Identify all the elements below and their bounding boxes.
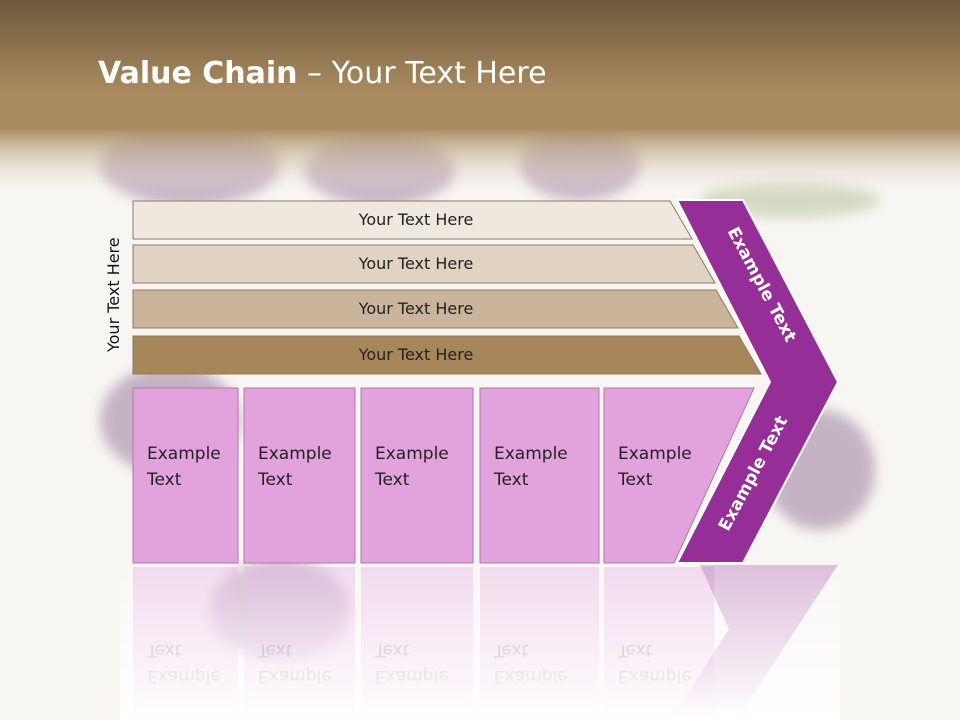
title-rest: – Your Text Here	[297, 56, 547, 91]
box-line1: Example	[375, 444, 449, 464]
band-label: Your Text Here	[358, 299, 474, 318]
box-line2: Text	[257, 470, 293, 490]
box-line2: Text	[374, 470, 410, 490]
band-label: Your Text Here	[358, 254, 474, 273]
band-label: Your Text Here	[358, 210, 474, 229]
title-bold: Value Chain	[98, 56, 298, 91]
band-label: Your Text Here	[358, 345, 474, 364]
box-line2: Text	[617, 470, 653, 490]
band-shape	[132, 200, 693, 240]
box-line2: Text	[493, 470, 529, 490]
band-1: Your Text Here	[132, 200, 693, 240]
box-line1: Example	[258, 444, 332, 464]
slide-title: Value Chain – Your Text Here	[98, 56, 547, 91]
box-shape	[132, 387, 239, 564]
box-line1: Example	[494, 444, 568, 464]
band-3: Your Text Here	[132, 289, 739, 329]
box-shape	[603, 387, 755, 564]
box-line2: Text	[146, 470, 182, 490]
header-fade	[0, 128, 960, 198]
side-label: Your Text Here	[104, 237, 123, 352]
box-shape	[360, 387, 474, 564]
box-line1: Example	[147, 444, 221, 464]
example-boxes: ExampleTextExampleTextExampleTextExample…	[132, 387, 755, 564]
band-shape	[132, 244, 716, 284]
chevron-arrow	[675, 199, 840, 564]
band-2: Your Text Here	[132, 244, 716, 284]
box-shape	[479, 387, 600, 564]
band-shape	[132, 335, 762, 375]
header-band	[0, 0, 960, 130]
band-4: Your Text Here	[132, 335, 762, 375]
band-shape	[132, 289, 739, 329]
box-shape	[243, 387, 356, 564]
reflection-fade	[120, 565, 840, 720]
box-line1: Example	[618, 444, 692, 464]
